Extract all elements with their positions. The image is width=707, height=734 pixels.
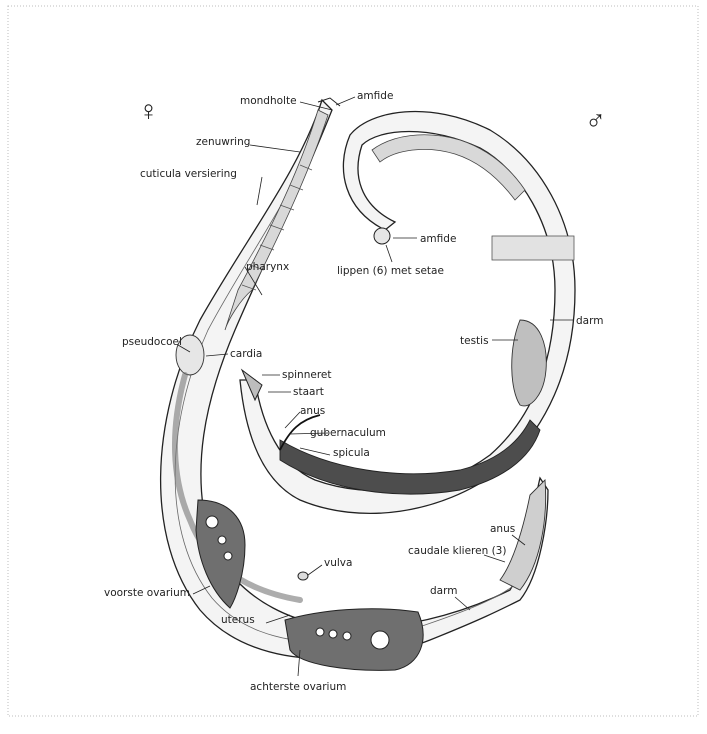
label-mondholte: mondholte xyxy=(240,95,297,107)
label-cardia: cardia xyxy=(230,348,262,360)
label-vulva: vulva xyxy=(324,557,352,569)
label-achterste-ovarium: achterste ovarium xyxy=(250,681,346,693)
label-pseudocoel: pseudocoel xyxy=(122,336,182,348)
male-head-lips xyxy=(374,228,390,244)
label-amfide-male: amfide xyxy=(420,233,456,245)
label-anus-female: anus xyxy=(490,523,515,535)
female-symbol: ♀ xyxy=(138,94,159,127)
female-vulva xyxy=(298,572,308,580)
label-staart: staart xyxy=(293,386,324,398)
label-darm-female: darm xyxy=(430,585,457,597)
label-spinneret: spinneret xyxy=(282,369,332,381)
label-testis: testis xyxy=(460,335,489,347)
label-caudale-klieren: caudale klieren (3) xyxy=(408,545,506,557)
female-posterior-ovary xyxy=(285,609,423,671)
label-uterus: uterus xyxy=(221,614,255,626)
male-gut-band xyxy=(492,236,574,260)
label-gubernaculum: gubernaculum xyxy=(310,427,386,439)
female-tail xyxy=(500,480,546,590)
label-anus-male: anus xyxy=(300,405,325,417)
male-symbol: ♂ xyxy=(585,104,606,137)
label-voorste-ovarium: voorste ovarium xyxy=(104,587,190,599)
label-amfide-female: amfide xyxy=(357,90,393,102)
label-spicula: spicula xyxy=(333,447,370,459)
label-darm-male: darm xyxy=(576,315,603,327)
label-cuticula-versiering: cuticula versiering xyxy=(140,168,237,180)
label-zenuwring: zenuwring xyxy=(196,136,250,148)
label-lippen: lippen (6) met setae xyxy=(337,265,444,277)
label-pharynx: pharynx xyxy=(246,261,289,273)
